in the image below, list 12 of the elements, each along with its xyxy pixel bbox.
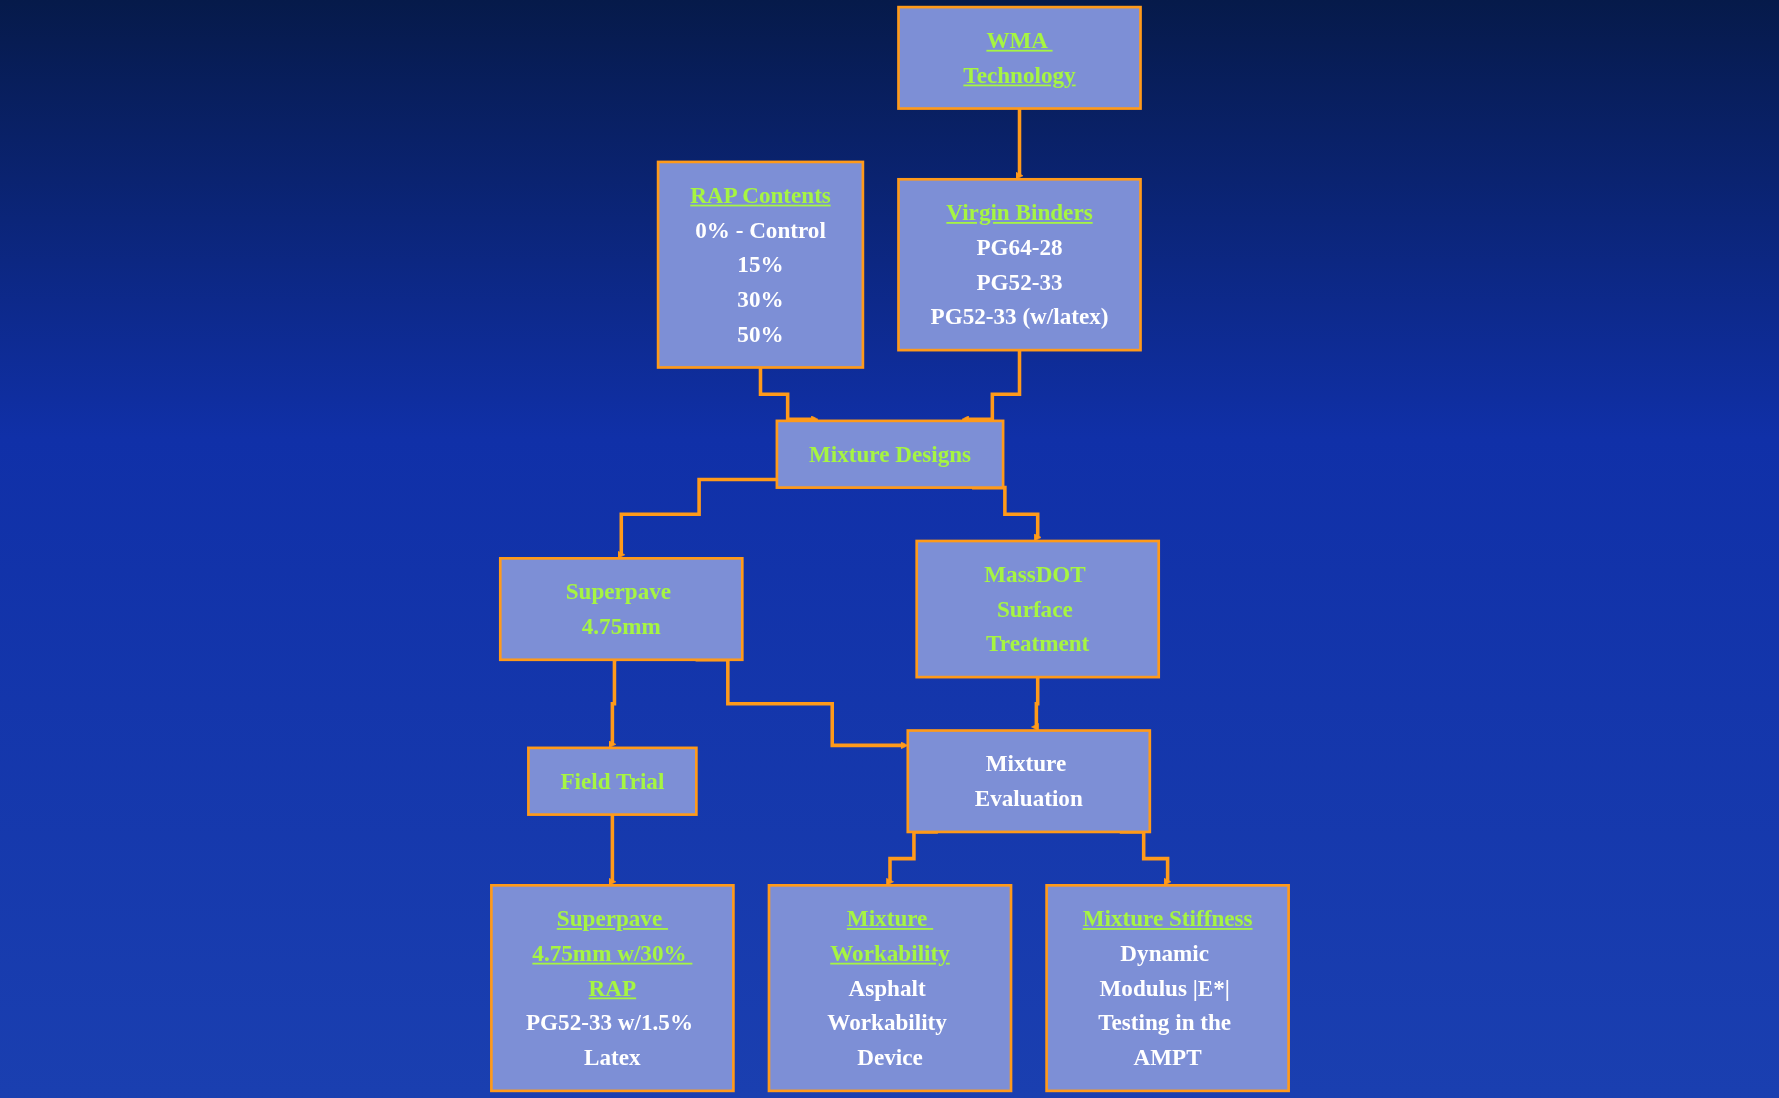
node-box: Mixture Evaluation: [905, 729, 1151, 834]
node-box: MassDOT Surface Treatment: [914, 539, 1160, 679]
node-box: Field Trial: [526, 746, 698, 816]
node-box: Mixture Designs: [775, 419, 1004, 489]
node-box: Mixture Workability Asphalt Workability Device: [767, 884, 1012, 1093]
node-box: WMA Technology: [896, 5, 1142, 110]
node-box: RAP Contents 0% - Control 15% 30% 50%: [656, 160, 864, 369]
arrow: [616, 477, 777, 559]
node-box: Mixture Stiffness Dynamic Modulus |E*| Testing in the AMPT: [1044, 884, 1290, 1093]
node-box: Superpave 4.75mm: [498, 557, 744, 662]
node-box: Virgin Binders PG64-28 PG52-33 PG52-33 (w/latex): [896, 177, 1142, 352]
node-box: Superpave 4.75mm w/30% RAP PG52-33 w/1.5% Latex: [489, 884, 735, 1093]
